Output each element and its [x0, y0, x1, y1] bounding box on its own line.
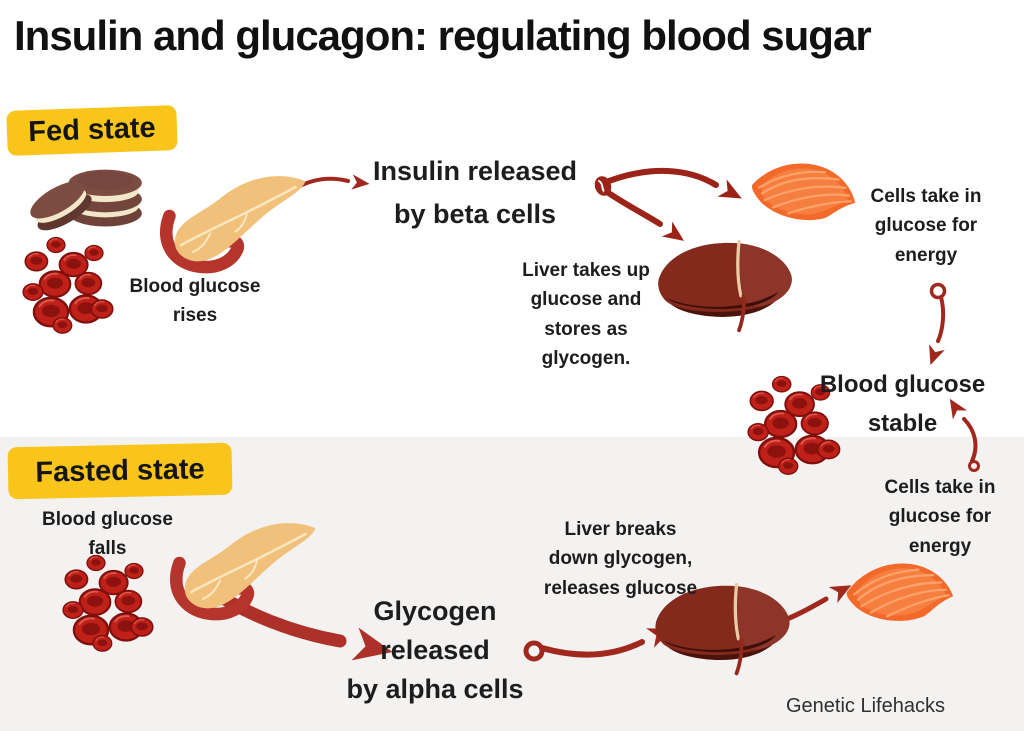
- fed-state-label-text: Fed state: [27, 111, 157, 149]
- liver-takes-up-label: Liver takes up glucose and stores as gly…: [522, 260, 650, 370]
- cookies-icon: [30, 152, 152, 234]
- pancreas-fasted-icon: [160, 505, 325, 625]
- fed-state-label: Fed state: [6, 105, 178, 156]
- insulin-released-label: Insulin released by beta cells: [372, 156, 578, 230]
- pancreas-icon: [150, 158, 315, 278]
- blood-glucose-rises-label: Blood glucose rises: [129, 276, 261, 327]
- fasted-state-label: Fasted state: [7, 442, 233, 500]
- blood-glucose-falls-label: Blood glucose falls: [42, 509, 173, 560]
- cells-take-in-fasted-label: Cells take in glucose for energy: [884, 477, 996, 557]
- blood-cells-icon: [22, 235, 122, 335]
- blood-glucose-stable-label: Blood glucose stable: [819, 371, 986, 437]
- cells-take-in-fed-label: Cells take in glucose for energy: [870, 186, 982, 266]
- arrow-cells-to-stable-fed: [929, 282, 947, 366]
- liver-breaks-down-label: Liver breaks down glycogen, releases glu…: [543, 519, 698, 599]
- blood-cells-fasted-icon: [62, 553, 162, 653]
- page-title: Insulin and glucagon: regulating blood s…: [14, 12, 872, 59]
- muscle-cell-fasted-icon: [845, 555, 955, 630]
- fasted-state-label-text: Fasted state: [35, 452, 205, 489]
- watermark: Genetic Lifehacks: [786, 695, 945, 717]
- glycogen-released-label: Glycogen released by alpha cells: [346, 596, 524, 705]
